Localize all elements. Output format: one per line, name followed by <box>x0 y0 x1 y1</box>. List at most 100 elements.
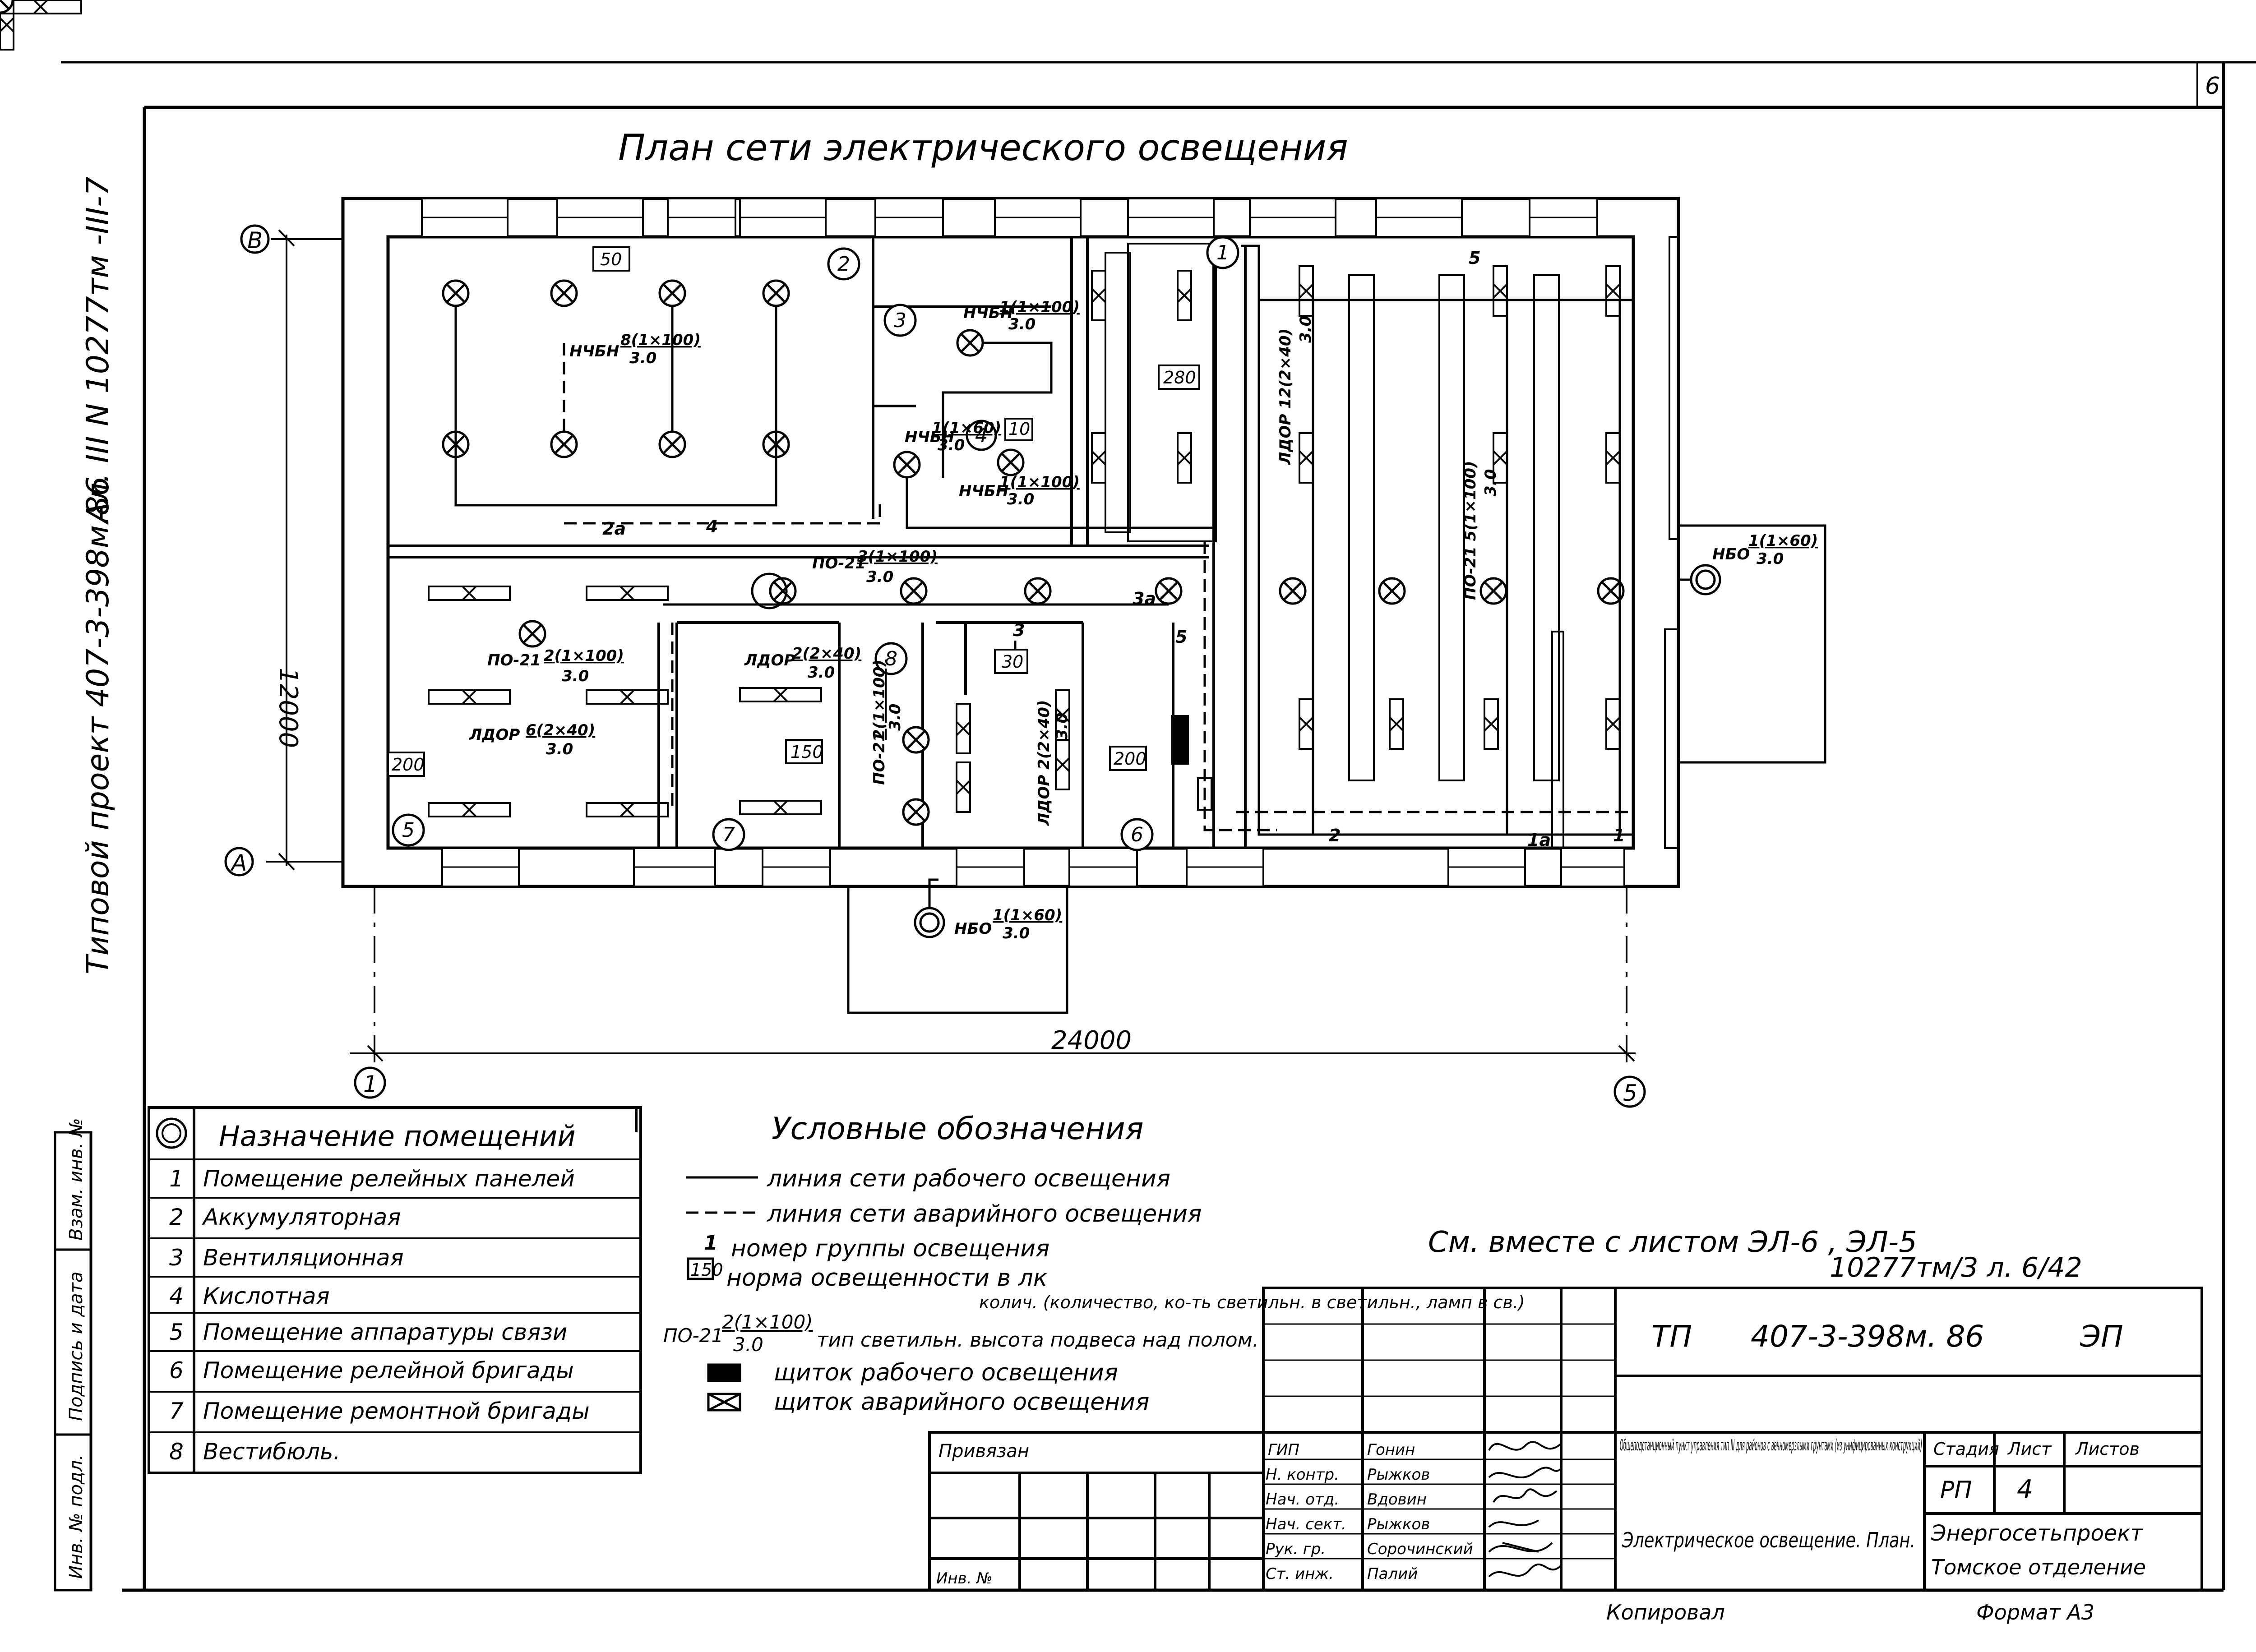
role-4: Нач. сект. <box>1266 1515 1346 1533</box>
label-nbo-right: НБО <box>1712 545 1750 563</box>
copied-label: Копировал <box>1606 1600 1725 1624</box>
axes-dimensions <box>266 229 1636 1069</box>
format-label: Формат А3 <box>1976 1600 2094 1624</box>
legend-symbols <box>686 1176 758 1412</box>
room-row-8-name: Вестибюль. <box>203 1439 340 1465</box>
stamp-org1: Энергосетьпроект <box>1931 1521 2144 1546</box>
legend-group-symbol: 1 <box>704 1232 718 1255</box>
group-1a: 1а <box>1527 830 1551 850</box>
legend-illumination-norm: норма освещенности в лк <box>726 1264 1048 1292</box>
room-row-3-num: 3 <box>169 1245 184 1271</box>
stamp-sheet: 4 <box>2017 1475 2033 1504</box>
room-3-number: 3 <box>894 309 906 332</box>
label-nbo-bottom-bot: 3.0 <box>1003 924 1030 942</box>
norm-room7: 150 <box>791 742 823 762</box>
stamp-inv-no: Инв. № <box>936 1569 993 1587</box>
role-2-name: Рыжков <box>1367 1466 1430 1484</box>
left-strip-original: Инв. № подл. <box>66 1454 87 1579</box>
stamp-stage-header: Стадия <box>1933 1439 1999 1459</box>
label-nchbn-room3-bot: 3.0 <box>1008 315 1036 333</box>
label-po21-room8-top: 2(1×100) <box>870 660 888 740</box>
axis-b: В <box>247 227 263 254</box>
group-2a: 2а <box>602 519 626 539</box>
emergency-lines <box>563 343 1635 831</box>
role-5-name: Сорочинский <box>1367 1540 1473 1558</box>
stamp-sheet-title: Электрическое освещение. План. <box>1622 1528 1915 1552</box>
label-nchbn-room4b-bot: 3.0 <box>1007 490 1034 508</box>
label-ldor-room7: ЛДОР <box>744 651 795 669</box>
legend-emergency-line: линия сети аварийного освещения <box>767 1200 1202 1227</box>
legend-working-panel: щиток рабочего освещения <box>774 1359 1118 1386</box>
room-6-number: 6 <box>1131 823 1143 846</box>
left-strip <box>54 1131 92 1592</box>
label-po21-corridor-bot: 3.0 <box>866 568 893 586</box>
room-row-4-name: Кислотная <box>203 1283 330 1309</box>
room-row-1-name: Помещение релейных панелей <box>203 1166 575 1192</box>
label-nchbn-room2-top: 8(1×100) <box>620 331 701 349</box>
room-table <box>148 1106 642 1474</box>
role-4-name: Рыжков <box>1367 1515 1430 1533</box>
norm-room8: 30 <box>1002 652 1023 672</box>
see-also: См. вместе с листом ЭЛ-6 , ЭЛ-5 <box>1428 1226 1917 1259</box>
room-7-number: 7 <box>722 823 735 846</box>
legend-emergency-panel: щиток аварийного освещения <box>774 1389 1149 1416</box>
room-row-1-num: 1 <box>169 1166 184 1192</box>
axis-5: 5 <box>1623 1080 1637 1106</box>
fluorescent-fixtures <box>0 0 822 817</box>
label-nbo-bottom-top: 1(1×60) <box>993 906 1062 924</box>
room-row-4-num: 4 <box>169 1283 184 1309</box>
label-nchbn-room3: НЧБН <box>963 304 1013 322</box>
album-label: Ал. III N 10277тм -III-7 <box>80 176 116 525</box>
room-4-number: 4 <box>975 424 988 447</box>
room-row-6-num: 6 <box>169 1357 184 1384</box>
building-plan <box>0 0 1826 1069</box>
room-2-number: 2 <box>837 253 850 276</box>
room-1-number: 1 <box>1216 241 1229 264</box>
room-row-5-num: 5 <box>169 1319 184 1345</box>
stamp-mark: ЭП <box>2080 1319 2123 1354</box>
label-nchbn-room4b-top: 1(1×100) <box>999 473 1080 491</box>
room-row-6-name: Помещение релейной бригады <box>203 1357 574 1384</box>
label-nchbn-room2: НЧБН <box>569 342 619 360</box>
room-row-3-name: Вентиляционная <box>203 1245 404 1271</box>
group-5-room1: 5 <box>1469 248 1480 268</box>
legend-fixture-top: 2(1×100) <box>722 1311 813 1333</box>
standard-project-label: Типовой проект 407-3-398м.86 <box>80 476 116 974</box>
label-ldor-room7-top: 2(2×40) <box>792 645 861 663</box>
norm-room2: 50 <box>600 249 622 269</box>
plan-title: План сети электрического освещения <box>618 127 1348 169</box>
title-block <box>928 1287 2203 1592</box>
label-po21-corridor-top: 3(1×100) <box>857 548 938 566</box>
legend-working-line: линия сети рабочего освещения <box>767 1165 1170 1192</box>
room-row-5-name: Помещение аппаратуры связи <box>203 1319 567 1345</box>
room-row-8-num: 8 <box>169 1439 184 1465</box>
room-table-header: Назначение помещений <box>219 1120 576 1153</box>
legend-group-number: номер группы освещения <box>731 1235 1049 1262</box>
label-ldor-room1-bot: 3.0 <box>1297 316 1315 343</box>
label-ldor-room1: ЛДОР 12(2×40) <box>1276 328 1294 465</box>
legend-fixture-bot: 3.0 <box>733 1334 763 1356</box>
norm-room6: 200 <box>1114 749 1146 769</box>
room-5-number: 5 <box>402 819 415 842</box>
incandescent-fixtures <box>0 0 1623 825</box>
label-nchbn-room4a-bot: 3.0 <box>938 436 965 454</box>
norm-room1: 280 <box>1163 368 1196 388</box>
handwritten-ref: 10277тм/3 л. 6/42 <box>1830 1252 2082 1283</box>
label-po21-room1-bot: 3.0 <box>1482 469 1500 496</box>
label-nbo-bottom: НБО <box>954 920 992 938</box>
stamp-code: 407-3-398м. 86 <box>1751 1319 1984 1354</box>
label-nbo-right-top: 1(1×60) <box>1748 532 1818 550</box>
role-3-name: Вдовин <box>1367 1490 1427 1509</box>
left-strip-signature: Подпись и дата <box>66 1272 87 1421</box>
emergency-panel <box>1197 777 1212 811</box>
role-3: Нач. отд. <box>1266 1490 1339 1509</box>
axis-1: 1 <box>363 1071 378 1097</box>
left-strip-replace: Взам. инв. № <box>66 1118 87 1241</box>
label-nchbn-room4a: НЧБН <box>905 428 954 446</box>
label-nchbn-room4b: НЧБН <box>959 482 1008 500</box>
role-6-name: Палий <box>1367 1565 1418 1583</box>
label-po21-room5-bot: 3.0 <box>562 667 589 685</box>
group-3: 3 <box>1013 620 1025 640</box>
label-po21-room5-top: 2(1×100) <box>544 647 624 665</box>
